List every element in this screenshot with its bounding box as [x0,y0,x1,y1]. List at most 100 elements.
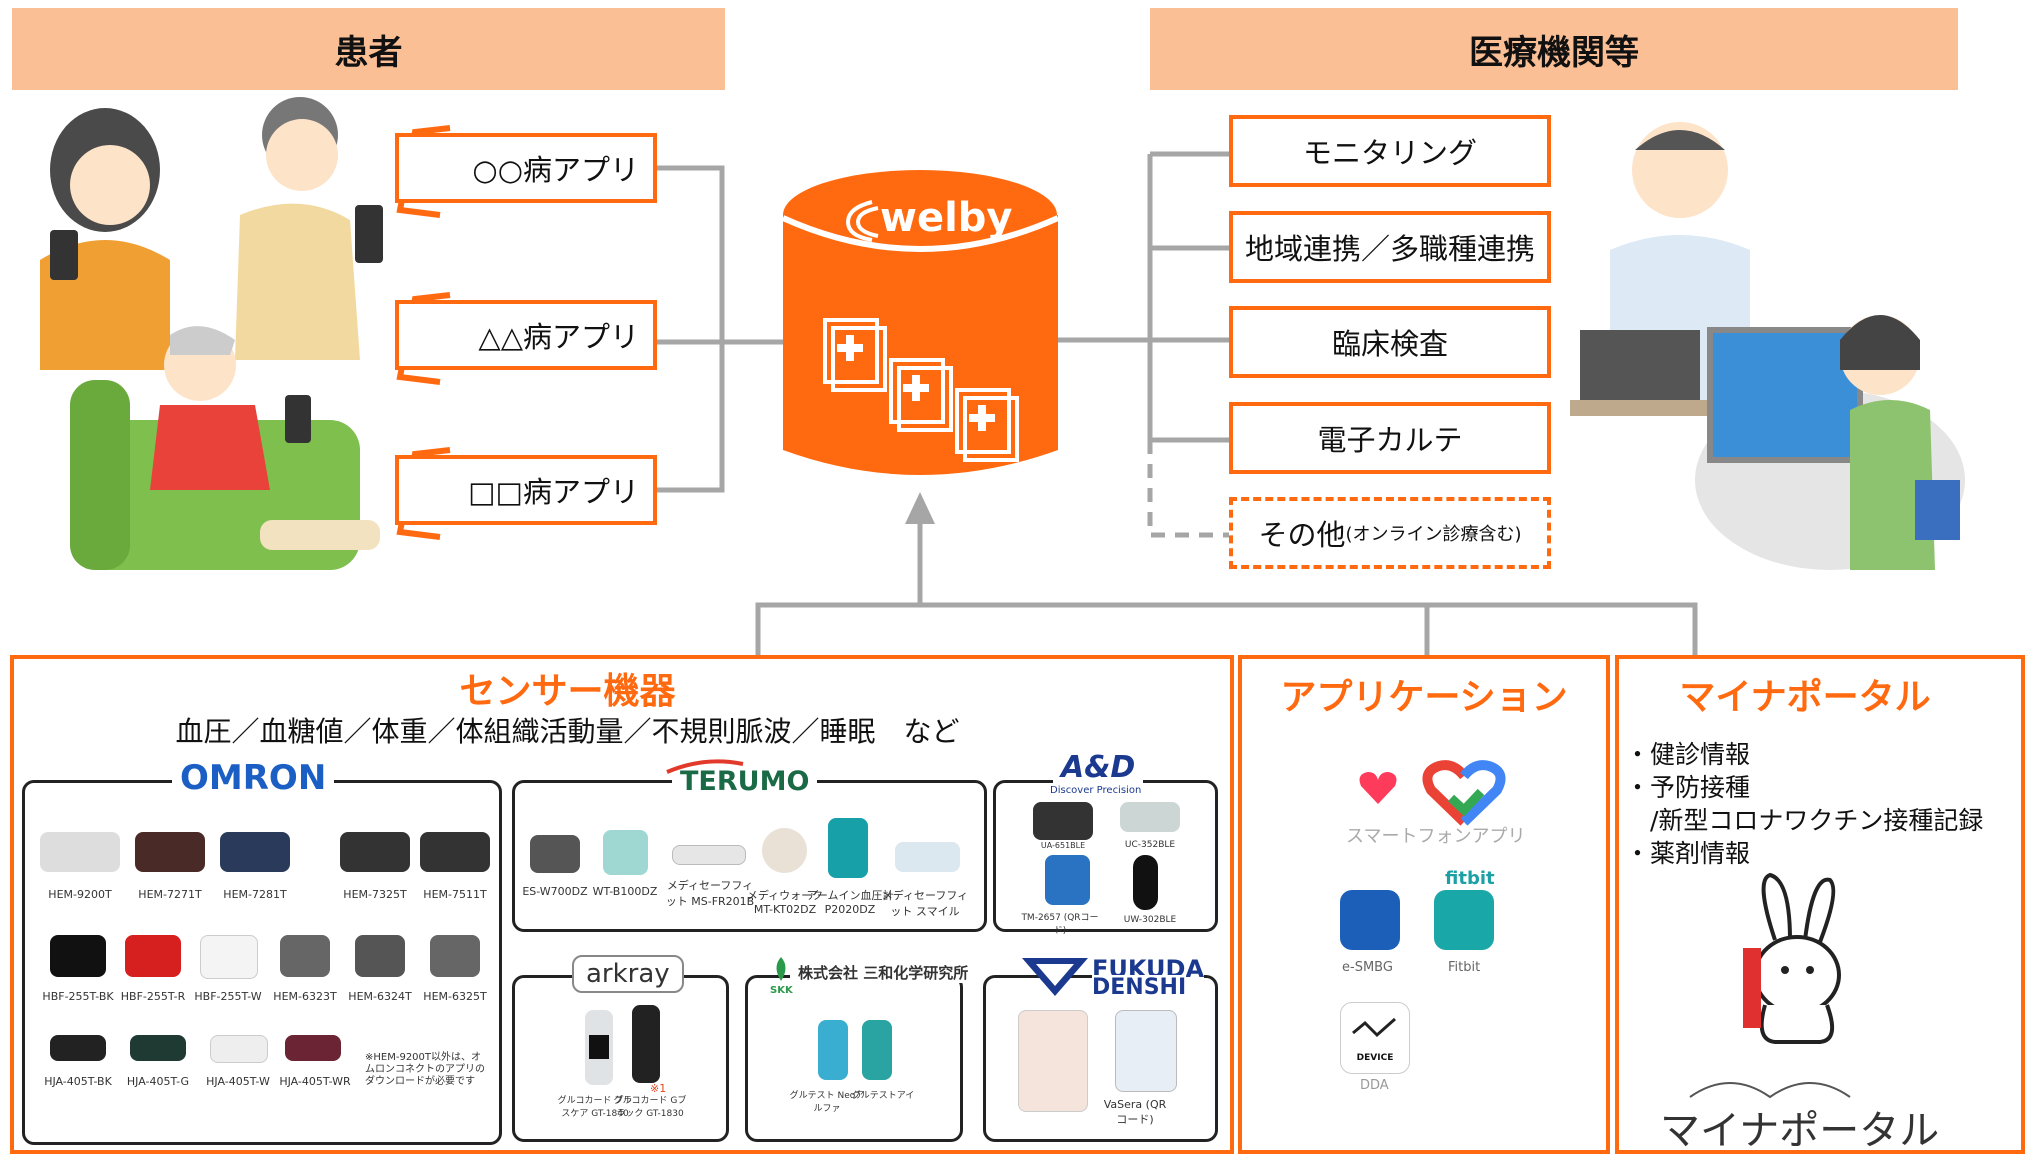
service-regional-collab[interactable]: 地域連携／多職種連携 [1229,211,1551,283]
device-model-label: TM-2657 (QRコード) [1021,913,1099,936]
device-image [1018,1010,1088,1112]
omron-products: HEM-9200T HEM-7271T HEM-7281T HEM-7325T … [30,820,500,1120]
device-model-label: HBF-255T-R [120,990,186,1003]
device-image [862,1020,892,1080]
device-model-label: HEM-6323T [273,990,337,1003]
application-title: アプリケーション [1280,677,1568,718]
skk-mark: SKK [770,985,793,996]
device-image [135,832,205,872]
device-graph-icon [1352,1017,1396,1038]
medical-staff-illustration [1570,122,1965,570]
device-image [1133,855,1158,910]
welby-logo: welby [880,195,1013,241]
esmbg-app-icon[interactable] [1340,890,1400,950]
and-logo: A&D [1053,750,1144,785]
app-item-1[interactable]: ○○病アプリ [395,133,657,203]
device-image [285,1035,341,1061]
device-image [603,830,648,875]
device-model-label: HJA-405T-W [206,1075,270,1088]
myna-info-list: ・健診情報 ・予防接種 /新型コロナワクチン接種記録 ・薬剤情報 [1625,738,1983,870]
patients-header: 患者 [12,8,725,90]
device-model-label: HJA-405T-G [126,1075,190,1088]
app-item-3[interactable]: □□病アプリ [395,455,657,525]
myna-rabbit-icon [1743,872,1841,1044]
device-image [210,1035,268,1063]
dda-app-icon[interactable]: DEVICE [1340,1002,1410,1074]
device-model-label: HBF-255T-BK [42,990,114,1003]
device-image [762,828,807,873]
device-image [632,1005,660,1083]
myna-item: ・薬剤情報 [1625,839,1751,868]
device-model-label: HJA-405T-BK [44,1075,112,1088]
device-model-label: HEM-7281T [223,888,287,901]
skk-box [745,975,963,1142]
myna-logo-text: マイナポータル [1660,1108,1940,1154]
arkray-footnote-mark: ※1 [650,1082,667,1095]
device-model-label: グルコカード プラスケア GT-1840 [557,1096,633,1119]
smartphone-app-label: スマートフォンアプリ [1346,826,1526,847]
welby-database [781,170,1060,475]
device-model-label: HBF-255T-W [194,990,262,1003]
service-monitoring[interactable]: モニタリング [1229,115,1551,187]
device-model-label: メディセーフフィット スマイル [881,889,969,918]
device-model-label: HEM-9200T [48,888,112,901]
welby-swirl-icon [845,200,879,242]
device-model-label: HEM-7325T [343,888,407,901]
device-image [828,818,868,878]
omron-logo: OMRON [172,758,335,798]
app-item-2[interactable]: △△病アプリ [395,300,657,370]
device-image [220,832,290,872]
device-image [280,935,330,977]
sensor-subtitle: 血圧／血糖値／体重／体組織活動量／不規則脈波／睡眠 など [175,715,960,748]
device-image [1045,855,1090,905]
myna-item: ・予防接種 [1625,773,1751,802]
patients-illustration [40,97,383,570]
device-model-label: HEM-7271T [138,888,202,901]
device-model-label: VaSera (QRコード) [1103,1098,1167,1126]
device-model-label: HJA-405T-WR [279,1075,351,1088]
skk-logo: 株式会社 三和化学研究所 [790,962,977,983]
skk-leaf-icon [776,957,786,981]
device-model-label: ES-W700DZ [522,885,588,898]
device-image [818,1020,848,1080]
device-model-label: WT-B100DZ [592,885,658,898]
device-image [130,1035,186,1061]
sensor-title: センサー機器 [459,671,676,712]
fitbit-app-icon[interactable] [1434,890,1494,950]
service-clinical-test[interactable]: 臨床検査 [1229,306,1551,378]
google-fit-heart-icon [1422,760,1506,826]
device-model-label: メディセーフフィット MS-FR201B [665,879,755,908]
device-model-label: グルテストアイ [851,1091,915,1101]
device-model-label: HEM-6325T [423,990,487,1003]
device-model-label: グルテスト Neoアルファ [789,1091,865,1114]
myna-logo-arcs-icon [1689,1082,1851,1099]
device-model-label: HEM-6324T [348,990,412,1003]
and-tagline: Discover Precision [1050,785,1142,796]
device-image [40,832,120,872]
service-other[interactable]: その他(オンライン診療含む) [1229,497,1551,569]
dda-device-label: DEVICE [1356,1053,1394,1063]
device-image [355,935,405,977]
device-image [1115,1010,1177,1092]
heart-icon [1359,772,1397,804]
device-image [1033,802,1093,840]
device-image [430,935,480,977]
device-image [50,935,106,977]
device-image [585,1010,613,1085]
device-model-label: UC-352BLE [1124,840,1176,850]
device-model-label: グルコカード Gブラック GT-1830 [613,1096,687,1119]
device-image [340,832,410,872]
institutions-header: 医療機関等 [1150,8,1958,90]
dda-label: DDA [1360,1078,1389,1093]
service-emr[interactable]: 電子カルテ [1229,402,1551,474]
device-model-label: HEM-7511T [423,888,487,901]
fukuda-mark-icon [1022,958,1088,996]
myna-item: ・健診情報 [1625,740,1751,769]
myna-item: /新型コロナワクチン接種記録 [1625,806,1984,835]
and-box [993,780,1218,932]
esmbg-label: e-SMBG [1342,960,1393,975]
device-image [125,935,181,977]
application-panel [1238,655,1610,1154]
omron-note: ※HEM-9200T以外は、オムロンコネクトのアプリのダウンロードが必要です [365,1052,485,1087]
